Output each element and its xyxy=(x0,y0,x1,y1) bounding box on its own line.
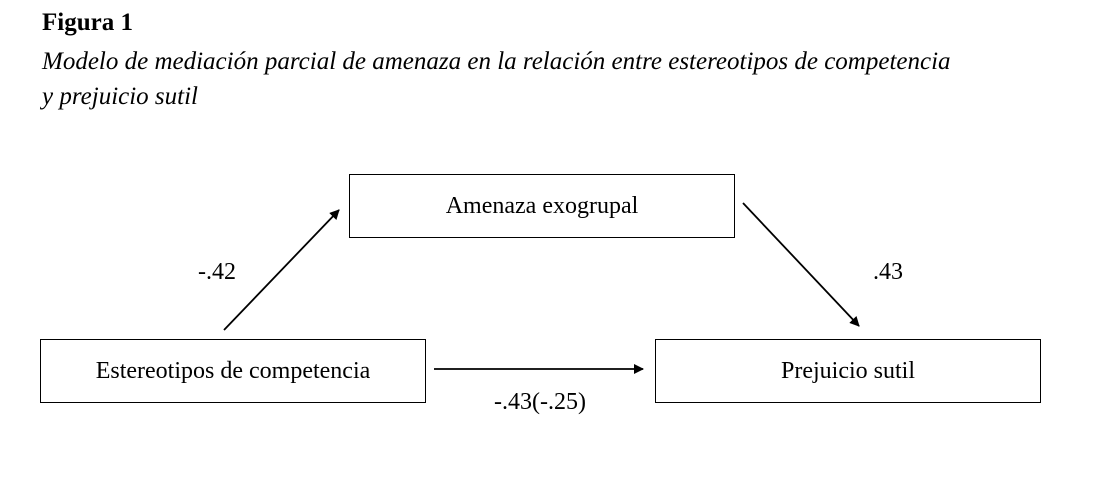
predictor-box: Estereotipos de competencia xyxy=(40,339,426,403)
outcome-box: Prejuicio sutil xyxy=(655,339,1041,403)
path-c-coefficient: -.43(-.25) xyxy=(494,389,586,415)
mediator-label: Amenaza exogrupal xyxy=(445,193,639,219)
figure-label: Figura 1 xyxy=(42,9,133,36)
mediator-box: Amenaza exogrupal xyxy=(349,174,735,238)
figure-caption-line-1: Modelo de mediación parcial de amenaza e… xyxy=(42,48,951,75)
path-b-arrow xyxy=(742,202,860,327)
path-b-coefficient: .43 xyxy=(873,259,903,285)
outcome-label: Prejuicio sutil xyxy=(781,358,915,384)
figure-caption: Modelo de mediación parcial de amenaza e… xyxy=(42,44,1082,114)
predictor-label: Estereotipos de competencia xyxy=(95,358,371,384)
path-a-arrow xyxy=(223,209,340,331)
path-a-coefficient: -.42 xyxy=(198,259,236,285)
figure-caption-line-2: y prejuicio sutil xyxy=(42,83,198,110)
